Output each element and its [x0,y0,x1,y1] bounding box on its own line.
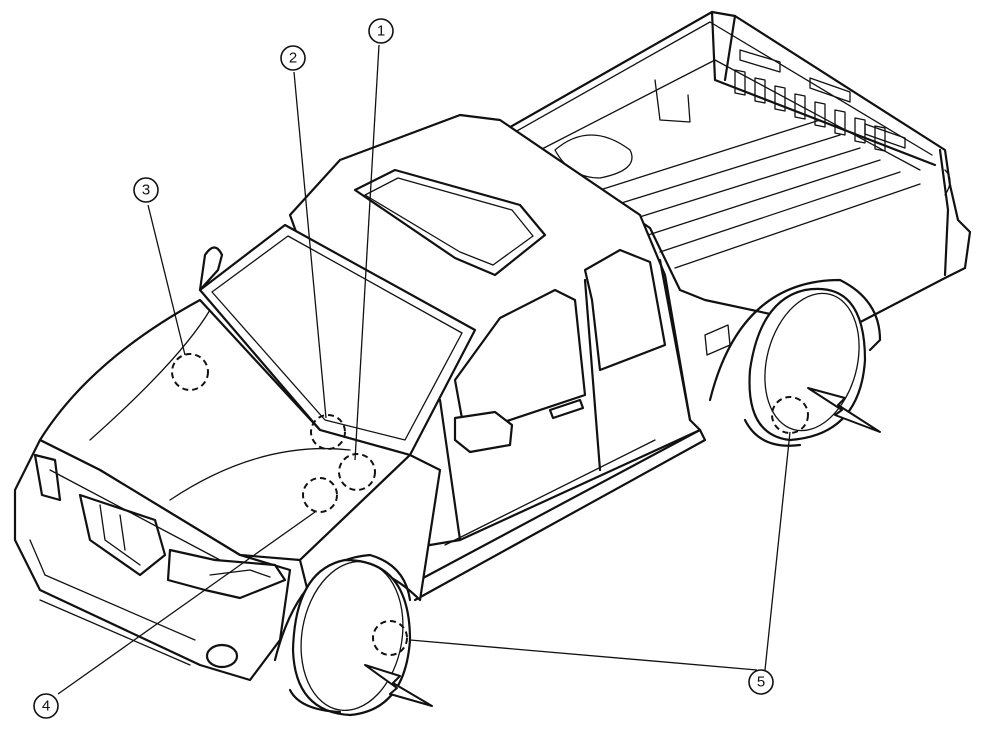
callout-label-5: 5 [757,674,765,691]
callout-3: 3 [133,177,159,203]
target-circle-4 [302,477,338,513]
target-circle-1 [338,453,376,491]
callout-2: 2 [280,45,306,71]
truck-bed [503,10,972,356]
target-circles [171,353,809,656]
lightning-arrow-icon [364,664,433,707]
callout-1: 1 [368,18,394,44]
target-circle-5-front [372,620,408,656]
callout-4: 4 [33,693,59,719]
callout-label-2: 2 [289,50,297,67]
target-circle-5-rear [771,396,809,434]
target-circle-2 [310,414,346,450]
lightning-arrow-icon [807,387,881,433]
leader-lines [57,44,791,695]
callout-label-1: 1 [377,23,385,40]
callout-label-3: 3 [142,182,150,199]
target-circle-3 [171,353,209,391]
cab [198,113,707,602]
impact-arrows [364,387,881,707]
callout-5: 5 [748,669,774,695]
callout-label-4: 4 [42,698,50,715]
callouts: 1 2 3 4 5 [33,18,774,719]
